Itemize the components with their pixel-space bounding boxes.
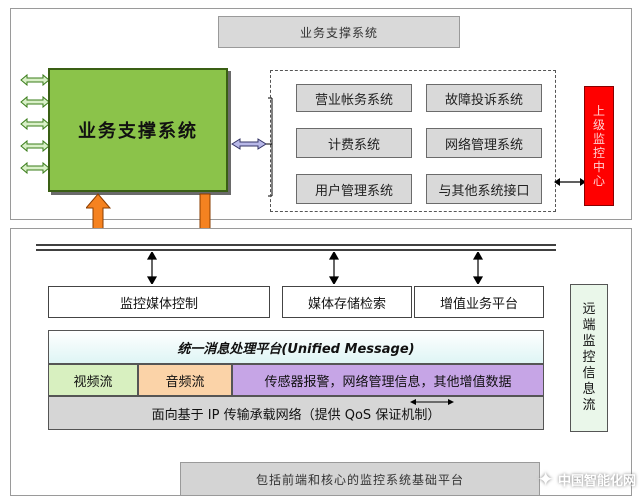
remote-flow-char: 控 — [582, 350, 596, 365]
business-support-main-label: 业务支撑系统 — [78, 121, 198, 142]
business-support-main-box: 业务支撑系统 — [48, 68, 228, 192]
ip-network-layer: 面向基于 IP 传输承载网络（提供 QoS 保证机制） — [48, 396, 544, 430]
remote-flow-char: 流 — [582, 398, 596, 413]
top-header-label: 业务支撑系统 — [218, 16, 460, 48]
remote-flow-char: 端 — [582, 318, 596, 333]
subsystem-other-interface: 与其他系统接口 — [426, 174, 542, 204]
module-media-control: 监控媒体控制 — [48, 286, 270, 318]
subsystem-fault-complaint: 故障投诉系统 — [426, 84, 542, 112]
subsystems-dashed-group — [270, 70, 556, 212]
upper-center-char: 控 — [592, 146, 605, 160]
remote-flow-char: 息 — [582, 382, 596, 397]
watermark: ✦ 中国智能化网 — [520, 462, 636, 496]
watermark-star-icon: ✦ — [537, 467, 554, 491]
watermark-text: 中国智能化网 — [557, 473, 636, 489]
remote-monitoring-info-flow: 远 端 监 控 信 息 流 — [570, 284, 608, 432]
foundation-platform-label: 包括前端和核心的监控系统基础平台 — [180, 462, 540, 496]
subsystem-user-management: 用户管理系统 — [296, 174, 412, 204]
upper-center-char: 级 — [592, 118, 605, 132]
left-io-arrows — [20, 73, 50, 175]
upper-center-char: 监 — [592, 132, 605, 146]
module-value-added-platform: 增值业务平台 — [414, 286, 544, 318]
main-to-subsystems-connector — [231, 97, 273, 197]
left-double-arrow-icon — [20, 95, 50, 109]
subsystem-billing-accounts: 营业帐务系统 — [296, 84, 412, 112]
remote-flow-char: 远 — [582, 302, 596, 317]
subsystem-charging: 计费系统 — [296, 128, 412, 158]
left-double-arrow-icon — [20, 73, 50, 87]
upper-center-char: 上 — [592, 104, 605, 118]
stream-audio: 音频流 — [138, 364, 232, 396]
stream-sensor-data: 传感器报警，网络管理信息，其他增值数据 — [232, 364, 544, 396]
left-double-arrow-icon — [20, 161, 50, 175]
upper-center-char: 心 — [592, 174, 605, 188]
ip-network-label: 面向基于 IP 传输承载网络（提供 QoS 保证机制） — [151, 407, 441, 423]
subsystem-network-management: 网络管理系统 — [426, 128, 542, 158]
left-double-arrow-icon — [20, 139, 50, 153]
stream-video: 视频流 — [48, 364, 138, 396]
upper-monitoring-center-box: 上 级 监 控 中 心 — [584, 86, 614, 206]
remote-flow-char: 信 — [582, 366, 596, 381]
data-bus-line — [36, 244, 556, 251]
left-double-arrow-icon — [20, 117, 50, 131]
module-media-storage-retrieval: 媒体存储检索 — [282, 286, 412, 318]
bus-to-modules-arrows — [146, 252, 484, 284]
remote-flow-char: 监 — [582, 334, 596, 349]
upper-center-char: 中 — [592, 160, 605, 174]
unified-message-platform-title: 统一消息处理平台(Unified Message) — [48, 330, 544, 364]
interface-to-upper-center-arrow — [554, 178, 586, 186]
network-small-arrow — [410, 399, 454, 405]
